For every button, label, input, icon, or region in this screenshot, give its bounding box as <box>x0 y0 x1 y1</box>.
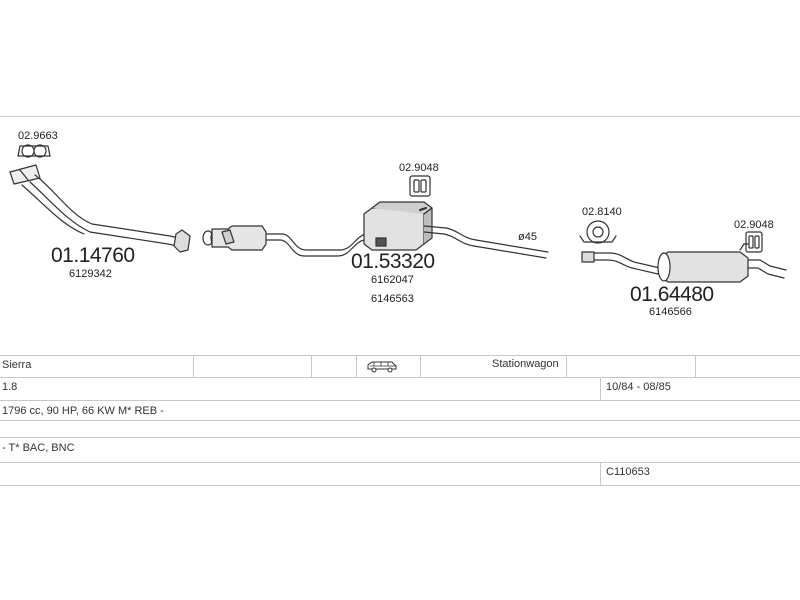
pipe-diameter-label: ø45 <box>518 231 537 243</box>
accessory-label-hanger-1: 02.9048 <box>399 162 439 174</box>
model-name: Sierra <box>2 359 32 371</box>
center-pipe-drawing <box>202 201 549 259</box>
oe-number-rear-muffler: 6146566 <box>649 306 692 318</box>
column-divider <box>600 462 601 485</box>
front-pipe-drawing <box>9 164 191 253</box>
flange-gasket-drawing <box>17 144 51 158</box>
production-years: 10/84 - 08/85 <box>606 381 671 393</box>
row-divider <box>0 420 800 421</box>
column-divider <box>420 355 421 377</box>
part-number-front-pipe: 01.14760 <box>51 244 135 267</box>
accessory-label-clamp: 02.8140 <box>582 206 622 218</box>
column-divider <box>695 355 696 377</box>
rear-pipe-drawing <box>581 243 787 283</box>
top-divider <box>0 116 800 117</box>
column-divider <box>356 355 357 377</box>
car-estate-icon <box>367 361 397 373</box>
row-divider <box>0 485 800 486</box>
row-divider <box>0 437 800 438</box>
oe-number-center-pipe-2: 6146563 <box>371 293 414 305</box>
part-number-center-pipe: 01.53320 <box>351 250 435 273</box>
body-type: Stationwagon <box>492 358 559 370</box>
hanger-drawing-2 <box>745 231 763 253</box>
notes: - T* BAC, BNC <box>2 442 75 454</box>
row-divider <box>0 400 800 401</box>
engine-spec: 1796 cc, 90 HP, 66 KW M* REB - <box>2 405 164 417</box>
column-divider <box>193 355 194 377</box>
oe-number-center-pipe-1: 6162047 <box>371 274 414 286</box>
accessory-label-hanger-2: 02.9048 <box>734 219 774 231</box>
column-divider <box>600 377 601 400</box>
clamp-drawing <box>579 220 617 244</box>
row-divider <box>0 355 800 356</box>
accessory-label-gasket: 02.9663 <box>18 130 58 142</box>
column-divider <box>311 355 312 377</box>
part-number-rear-muffler: 01.64480 <box>630 283 714 306</box>
oe-number-front-pipe: 6129342 <box>69 268 112 280</box>
row-divider <box>0 377 800 378</box>
row-divider <box>0 462 800 463</box>
engine-size: 1.8 <box>2 381 18 393</box>
exhaust-system-drawing <box>9 144 787 283</box>
column-divider <box>566 355 567 377</box>
catalog-code: C110653 <box>606 466 650 478</box>
hanger-drawing-1 <box>409 175 431 197</box>
